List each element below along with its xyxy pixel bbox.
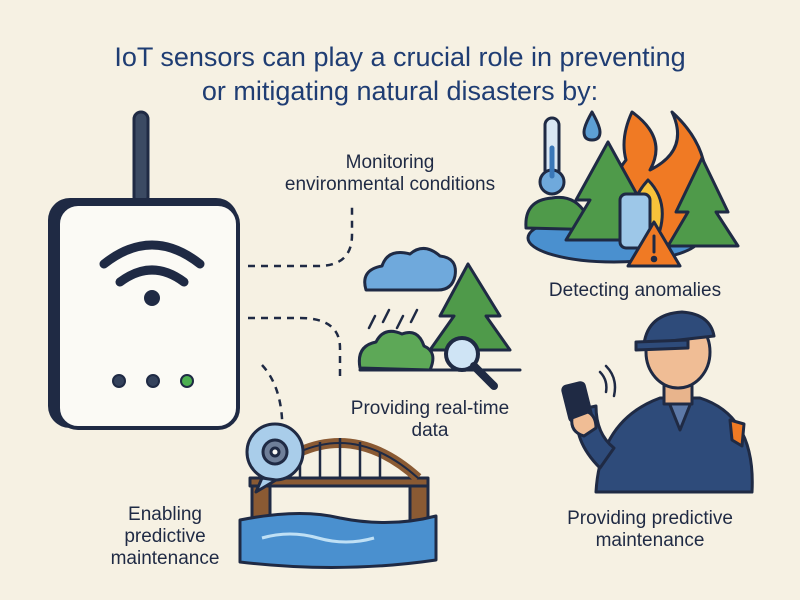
status-leds <box>112 374 194 388</box>
label-enabling-predictive-maintenance: Enabling predictive maintenance <box>110 504 220 569</box>
label-real-time-data: Providing real-time data <box>350 398 510 441</box>
page-title: IoT sensors can play a crucial role in p… <box>0 40 800 108</box>
title-line-2: or mitigating natural disasters by: <box>201 76 599 106</box>
weather-forest-magnifier-icon <box>357 247 522 390</box>
label-detecting-anomalies: Detecting anomalies <box>548 280 722 301</box>
fire-thermometer-warning-icon <box>524 110 740 268</box>
wifi-icon <box>99 240 205 287</box>
worker-with-phone-icon <box>561 310 754 494</box>
label-monitoring: Monitoring environmental conditions <box>284 152 496 195</box>
label-providing-predictive-maintenance: Providing predictive maintenance <box>567 508 733 551</box>
iot-sensor-device-icon <box>48 110 240 430</box>
bridge-gear-icon <box>238 422 438 570</box>
title-line-1: IoT sensors can play a crucial role in p… <box>114 42 686 72</box>
